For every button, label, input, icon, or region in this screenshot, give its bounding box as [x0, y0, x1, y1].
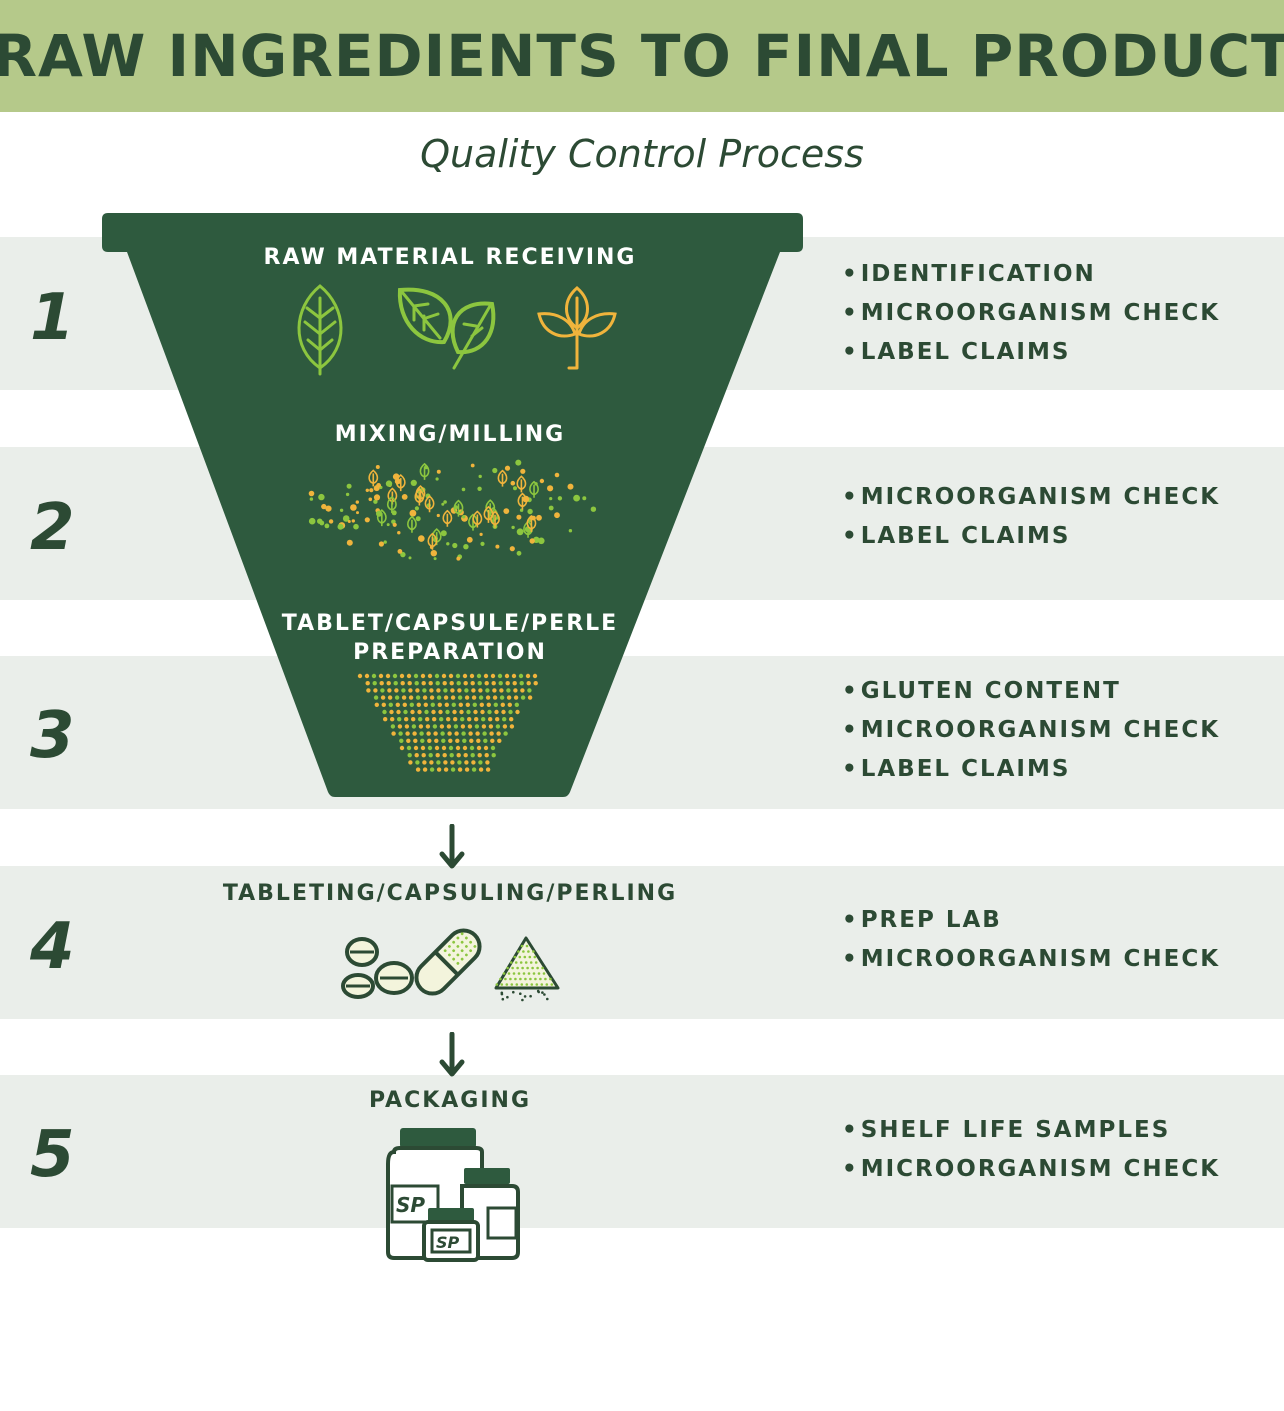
- step-number-5: 5: [30, 1118, 75, 1192]
- step-number-2: 2: [30, 491, 75, 565]
- page-title: RAW INGREDIENTS TO FINAL PRODUCT: [0, 22, 1284, 90]
- checklist-step-2: MICROORGANISM CHECK LABEL CLAIMS: [842, 478, 1220, 556]
- header-banner: RAW INGREDIENTS TO FINAL PRODUCT: [0, 0, 1284, 112]
- stage-label-4: TABLETING/CAPSULING/PERLING: [222, 881, 678, 906]
- stage-label-1: RAW MATERIAL RECEIVING: [263, 245, 637, 270]
- step-number-4: 4: [30, 910, 75, 984]
- page-subtitle: Quality Control Process: [420, 132, 864, 176]
- check-item: PREP LAB: [842, 901, 1220, 940]
- check-item: MICROORGANISM CHECK: [842, 711, 1220, 750]
- bottle-logo: SP: [396, 1193, 425, 1217]
- leaves-icon: [397, 287, 496, 370]
- bottles-icon: SP SP: [386, 1128, 520, 1262]
- checklist-step-4: PREP LAB MICROORGANISM CHECK: [842, 901, 1220, 979]
- check-item: LABEL CLAIMS: [842, 517, 1220, 556]
- leaf-outline-icon: [297, 284, 343, 376]
- granules-icon: [357, 673, 538, 772]
- arrow-down-icon: [439, 1032, 465, 1077]
- powder-mix-icon: [308, 459, 597, 561]
- check-item: LABEL CLAIMS: [842, 333, 1220, 372]
- powder-pile-icon: [494, 936, 560, 1002]
- capsule-icon: [414, 928, 482, 996]
- bottle-logo: SP: [436, 1233, 460, 1252]
- check-item: MICROORGANISM CHECK: [842, 478, 1220, 517]
- check-item: MICROORGANISM CHECK: [842, 1150, 1220, 1189]
- check-item: LABEL CLAIMS: [842, 750, 1220, 789]
- arrow-down-icon: [439, 824, 465, 869]
- checklist-step-3: GLUTEN CONTENT MICROORGANISM CHECK LABEL…: [842, 672, 1220, 789]
- stage-label-2: MIXING/MILLING: [334, 422, 566, 447]
- tablets-icon: [341, 937, 414, 999]
- check-item: GLUTEN CONTENT: [842, 672, 1220, 711]
- check-item: SHELF LIFE SAMPLES: [842, 1111, 1220, 1150]
- check-item: MICROORGANISM CHECK: [842, 294, 1220, 333]
- stage-label-3: TABLET/CAPSULE/PERLE PREPARATION: [281, 611, 619, 665]
- check-item: IDENTIFICATION: [842, 255, 1220, 294]
- check-item: MICROORGANISM CHECK: [842, 940, 1220, 979]
- step-number-3: 3: [30, 699, 75, 773]
- stage-label-5: PACKAGING: [368, 1088, 532, 1113]
- sprout-icon: [537, 286, 617, 370]
- checklist-step-5: SHELF LIFE SAMPLES MICROORGANISM CHECK: [842, 1111, 1220, 1189]
- step-number-1: 1: [30, 281, 75, 355]
- checklist-step-1: IDENTIFICATION MICROORGANISM CHECK LABEL…: [842, 255, 1220, 372]
